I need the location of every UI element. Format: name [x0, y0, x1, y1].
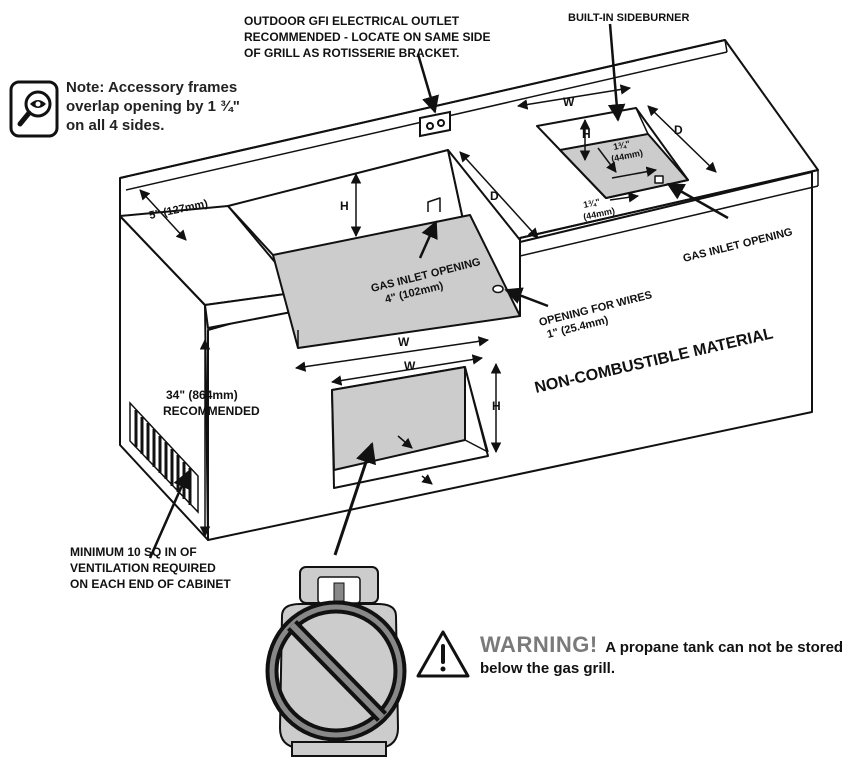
ventilation-label-line3: ON EACH END OF CABINET — [70, 577, 231, 591]
note-line2: overlap opening by 1 ¾" — [66, 98, 240, 115]
main-w-label: W — [398, 335, 410, 349]
sideburner-label: BUILT-IN SIDEBURNER — [568, 12, 689, 24]
lower-w-label: W — [404, 359, 416, 373]
gfi-label-line3: OF GRILL AS ROTISSERIE BRACKET. — [244, 46, 459, 60]
sb-dim1-line1: 1¾" — [612, 139, 630, 152]
sideburner-d-label: D — [674, 123, 683, 137]
wire-opening-hole — [492, 284, 504, 294]
ventilation-label-line1: MINIMUM 10 SQ IN OF — [70, 545, 197, 559]
magnifier-eye-icon — [9, 80, 59, 138]
prohibited-propane-tank-icon — [265, 566, 407, 757]
ventilation-label-line2: VENTILATION REQUIRED — [70, 561, 216, 575]
warning-text: A propane tank can not be stored below t… — [480, 639, 844, 677]
gfi-label-line1: OUTDOOR GFI ELECTRICAL OUTLET — [244, 14, 460, 28]
accessory-frame-note: Note: Accessory frames overlap opening b… — [66, 78, 286, 135]
sideburner-gas-inlet — [654, 175, 664, 184]
note-line3: on all 4 sides. — [66, 117, 165, 134]
height-label-line2: RECOMMENDED — [163, 404, 260, 418]
warning-title: WARNING! — [480, 632, 598, 657]
sideburner-h-label: H — [582, 127, 591, 141]
gfi-label-line2: RECOMMENDED - LOCATE ON SAME SIDE — [244, 30, 490, 44]
sideburner-w-label: W — [563, 95, 575, 109]
warning-triangle-icon — [416, 630, 470, 678]
note-line1: Note: Accessory frames — [66, 79, 238, 96]
main-h-label: H — [340, 199, 349, 213]
dimension-lines — [139, 23, 729, 559]
propane-warning: WARNING! A propane tank can not be store… — [480, 634, 860, 679]
grill-cutout-floor — [272, 214, 521, 349]
height-label-line1: 34" (864mm) — [166, 388, 238, 402]
gfi-outlet — [419, 110, 451, 138]
main-d-label: D — [490, 189, 499, 203]
sb-dim2-line1: 1¾" — [582, 197, 600, 210]
lower-h-label: H — [492, 399, 501, 413]
